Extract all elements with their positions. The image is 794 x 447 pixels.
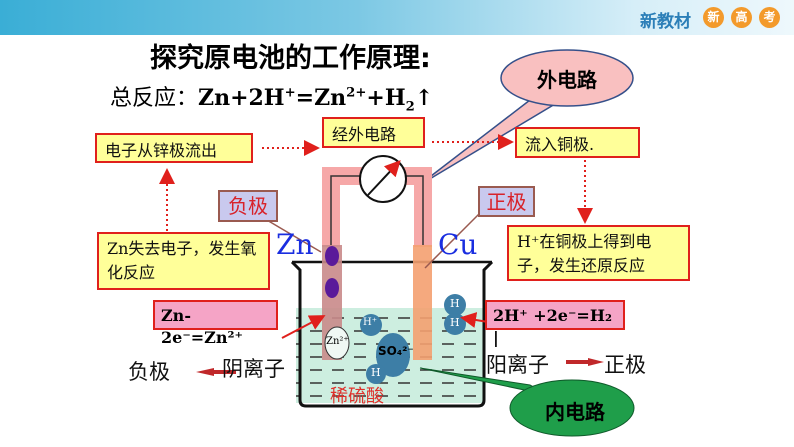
zn-oxidation-box: Zn失去电子，发生氧化反应 [97, 232, 270, 290]
internal-bubble [509, 379, 635, 437]
copper-electrode [413, 245, 432, 360]
overall-reaction: 总反应：Zn+2H+=Zn2++H2↑ [110, 80, 433, 114]
header-bar [0, 0, 794, 35]
ion-h: H [450, 316, 460, 329]
cation-target: 正极 [604, 353, 646, 377]
page-title: 探究原电池的工作原理: [150, 43, 431, 74]
electron-out-box: 电子从锌极流出 [95, 133, 253, 163]
logo-text: 新教材 [640, 12, 691, 32]
ion-h-plus: H⁺ [363, 317, 377, 328]
reaction-equation: Zn+2H+=Zn2++H2↑ [198, 85, 434, 115]
logo-badge: 高 [731, 7, 752, 28]
h-half-reaction: 2H⁺ +2e⁻=H₂ | [485, 300, 625, 347]
logo-badge: 新 [703, 7, 724, 28]
external-bubble [500, 49, 634, 107]
into-copper-box: 流入铜极. [515, 127, 640, 158]
anion-target: 负极 [128, 360, 170, 384]
electrolyte-label: 稀硫酸 [330, 386, 384, 407]
cation-label: 阳离子 [486, 353, 549, 377]
logo-badge: 考 [759, 7, 780, 28]
cu-electrode-label: Cu [438, 228, 478, 261]
ion-zn2: Zn²⁺ [326, 336, 349, 347]
anion-label: 阴离子 [222, 357, 285, 381]
reaction-label: 总反应： [110, 86, 199, 111]
zn-electrode-label: Zn [276, 228, 314, 261]
zn-half-reaction: Zn-2e⁻=Zn²⁺ [153, 300, 278, 347]
external-circuit-label: 外电路 [537, 68, 597, 92]
ion-so4: SO₄²⁻ [378, 344, 414, 358]
ion-h: H [371, 366, 381, 379]
negative-electrode-label: 负极 [218, 190, 278, 222]
via-external-box: 经外电路 [322, 117, 425, 148]
positive-electrode-label: 正极 [478, 186, 535, 217]
h-reduction-box: H⁺在铜极上得到电子，发生还原反应 [507, 225, 690, 281]
ion-h: H [450, 297, 460, 310]
beaker [290, 260, 494, 408]
internal-circuit-label: 内电路 [545, 400, 605, 424]
